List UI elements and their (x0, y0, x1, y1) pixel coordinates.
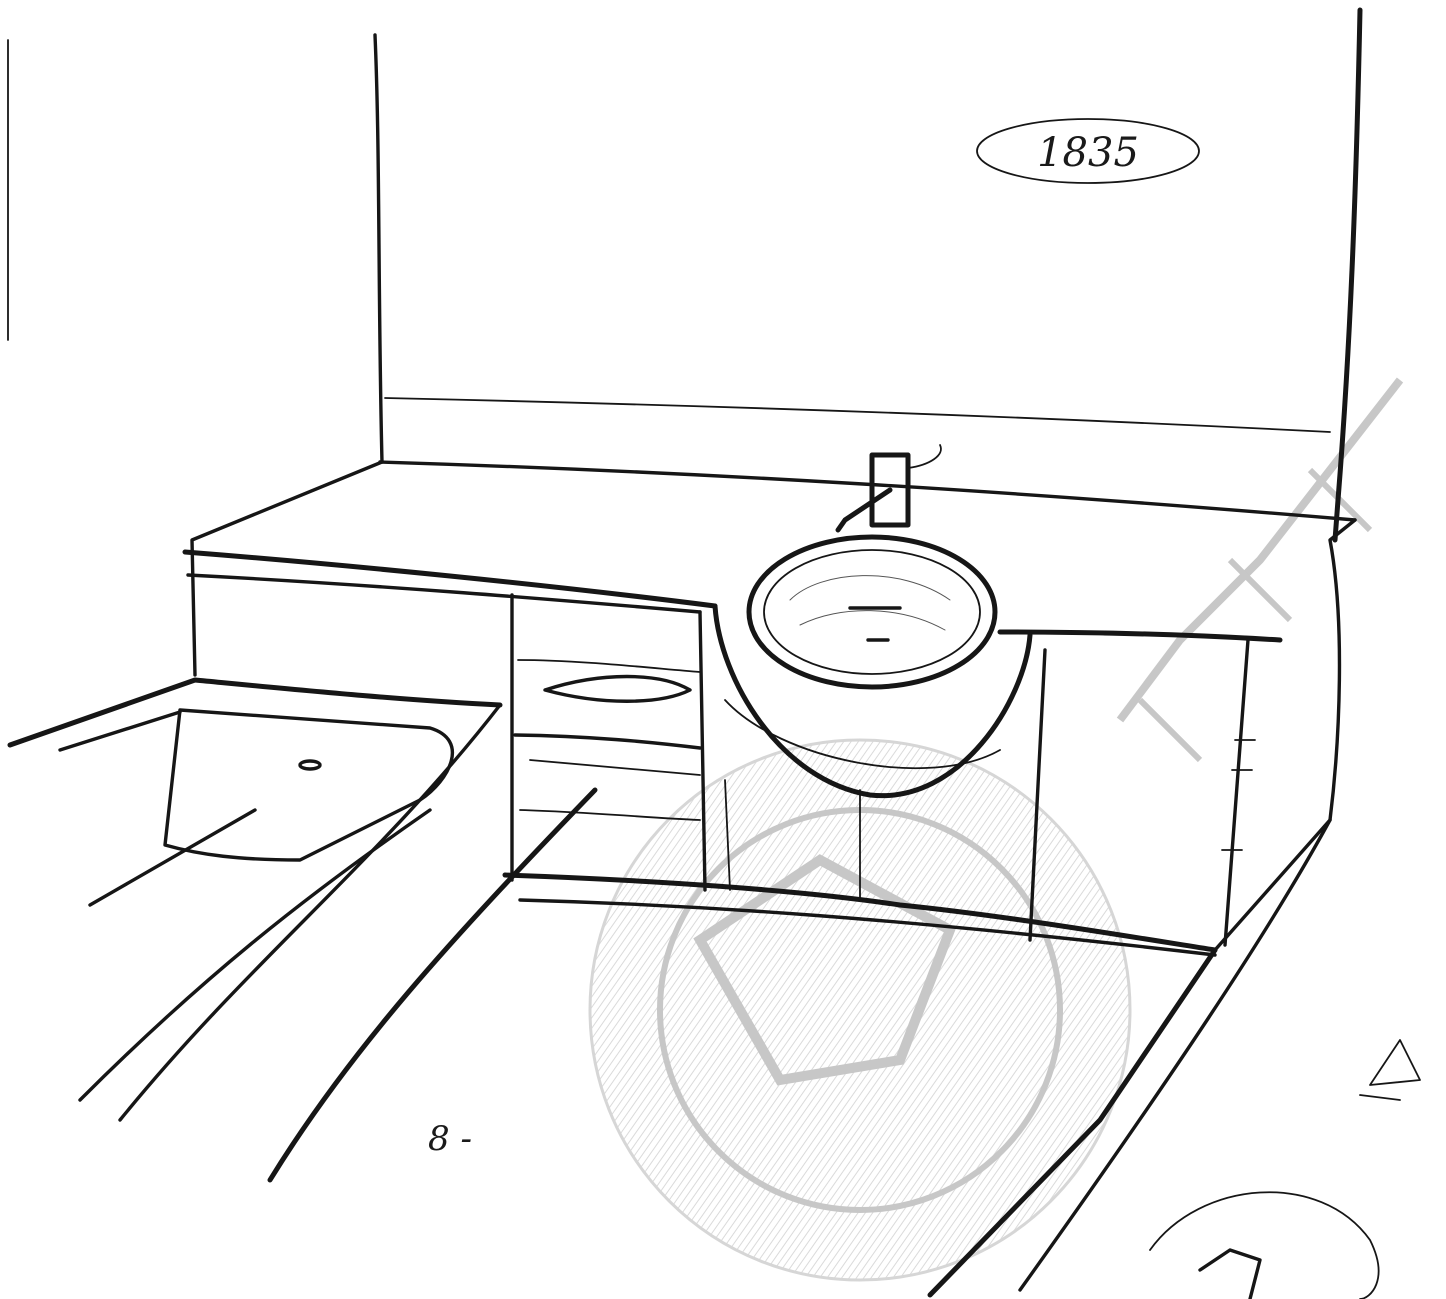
counter-back-edge (378, 460, 1357, 522)
tub-drain-icon (298, 759, 322, 771)
wall-corner-right (1332, 7, 1363, 543)
watermark-seal (588, 377, 1404, 1282)
label-badge-text: 1835 (1037, 130, 1139, 176)
countertop-left-edge (190, 460, 384, 677)
curved-cabinet-front (712, 603, 1033, 799)
countertop-front-edge (182, 549, 718, 609)
backsplash-line (384, 397, 1331, 433)
countertop-right-front (997, 629, 1283, 643)
bathtub (7, 677, 598, 1183)
drain-icon (848, 606, 902, 642)
faucet (835, 444, 942, 533)
detail-sketch (1149, 1039, 1421, 1299)
floor-edge-inner (1018, 818, 1332, 1292)
corner-note: 8 - (428, 1119, 472, 1159)
open-shelves (510, 593, 707, 892)
cabinet-base-line (502, 872, 1218, 953)
curved-cabinet-band (724, 699, 1001, 770)
countertop-front-lower (186, 573, 702, 614)
sink-basin (746, 534, 998, 690)
cabinet-doors (724, 638, 1256, 947)
cabinet-base-lower (518, 898, 1217, 957)
countertop-right-side (1213, 518, 1357, 952)
label-badge: 1835 (976, 118, 1200, 184)
floor-edge (927, 947, 1218, 1298)
wall-corner-left (373, 33, 384, 464)
